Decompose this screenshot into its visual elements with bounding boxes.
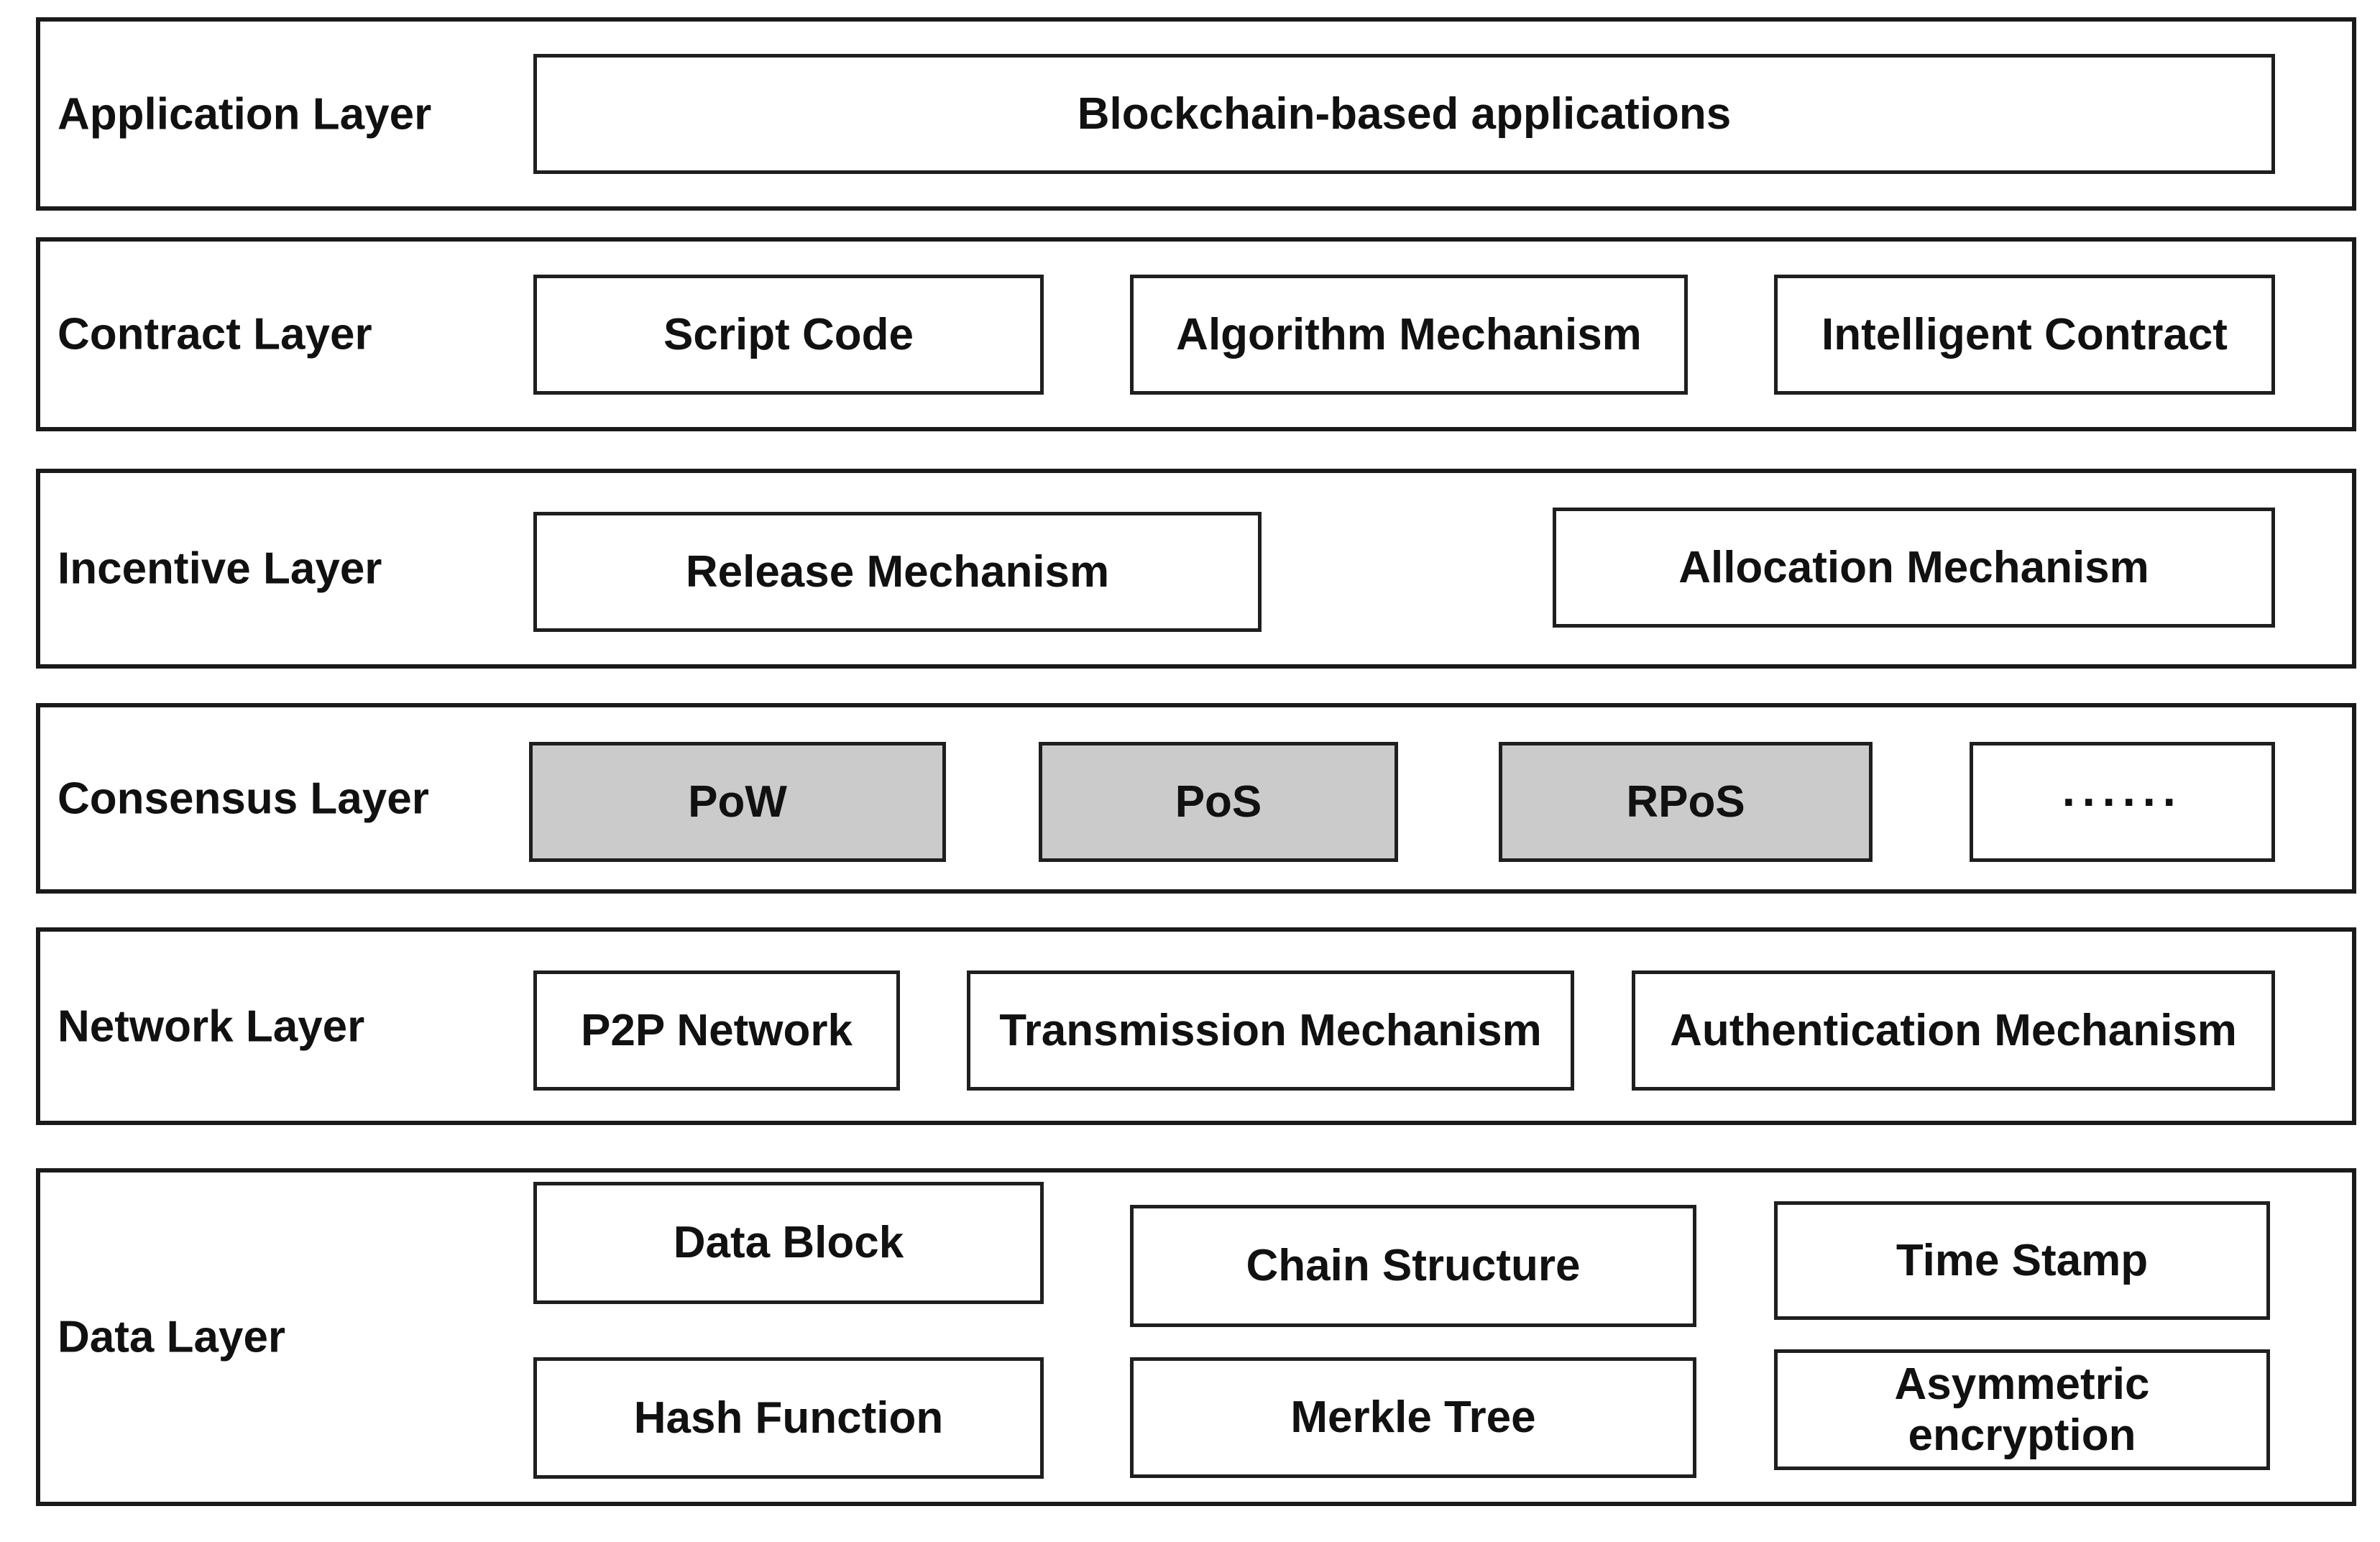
box-asymmetric-encryption: Asymmetric encryption	[1774, 1349, 2270, 1470]
layer-application-label: Application Layer	[58, 89, 432, 139]
box-release-mechanism: Release Mechanism	[533, 512, 1262, 632]
box-data-block: Data Block	[533, 1182, 1044, 1304]
box-rpos: RPoS	[1499, 742, 1873, 862]
layer-contract: Contract Layer Script Code Algorithm Mec…	[36, 237, 2356, 431]
layer-application: Application Layer Blockchain-based appli…	[36, 17, 2356, 211]
box-allocation-mechanism: Allocation Mechanism	[1553, 508, 2275, 628]
box-time-stamp: Time Stamp	[1774, 1201, 2270, 1320]
box-chain-structure: Chain Structure	[1130, 1205, 1696, 1327]
box-p2p-network: P2P Network	[533, 970, 900, 1091]
box-merkle-tree: Merkle Tree	[1130, 1357, 1696, 1478]
box-transmission-mechanism: Transmission Mechanism	[967, 970, 1574, 1091]
box-consensus-ellipsis: ······	[1970, 742, 2275, 862]
box-hash-function: Hash Function	[533, 1357, 1044, 1479]
box-blockchain-based-applications: Blockchain-based applications	[533, 54, 2275, 174]
box-algorithm-mechanism: Algorithm Mechanism	[1130, 275, 1688, 395]
layer-data: Data Layer Data Block Chain Structure Ti…	[36, 1168, 2356, 1506]
box-intelligent-contract: Intelligent Contract	[1774, 275, 2275, 395]
box-pos: PoS	[1039, 742, 1398, 862]
box-script-code: Script Code	[533, 275, 1044, 395]
layer-incentive: Incentive Layer Release Mechanism Alloca…	[36, 469, 2356, 669]
layer-consensus: Consensus Layer PoW PoS RPoS ······	[36, 703, 2356, 894]
layer-consensus-label: Consensus Layer	[58, 774, 429, 823]
layer-network: Network Layer P2P Network Transmission M…	[36, 927, 2356, 1125]
layer-contract-label: Contract Layer	[58, 309, 372, 359]
box-pow: PoW	[529, 742, 946, 862]
layer-incentive-label: Incentive Layer	[58, 543, 382, 594]
layer-network-label: Network Layer	[58, 1001, 365, 1051]
layer-data-label: Data Layer	[58, 1312, 286, 1362]
box-authentication-mechanism: Authentication Mechanism	[1632, 970, 2275, 1091]
